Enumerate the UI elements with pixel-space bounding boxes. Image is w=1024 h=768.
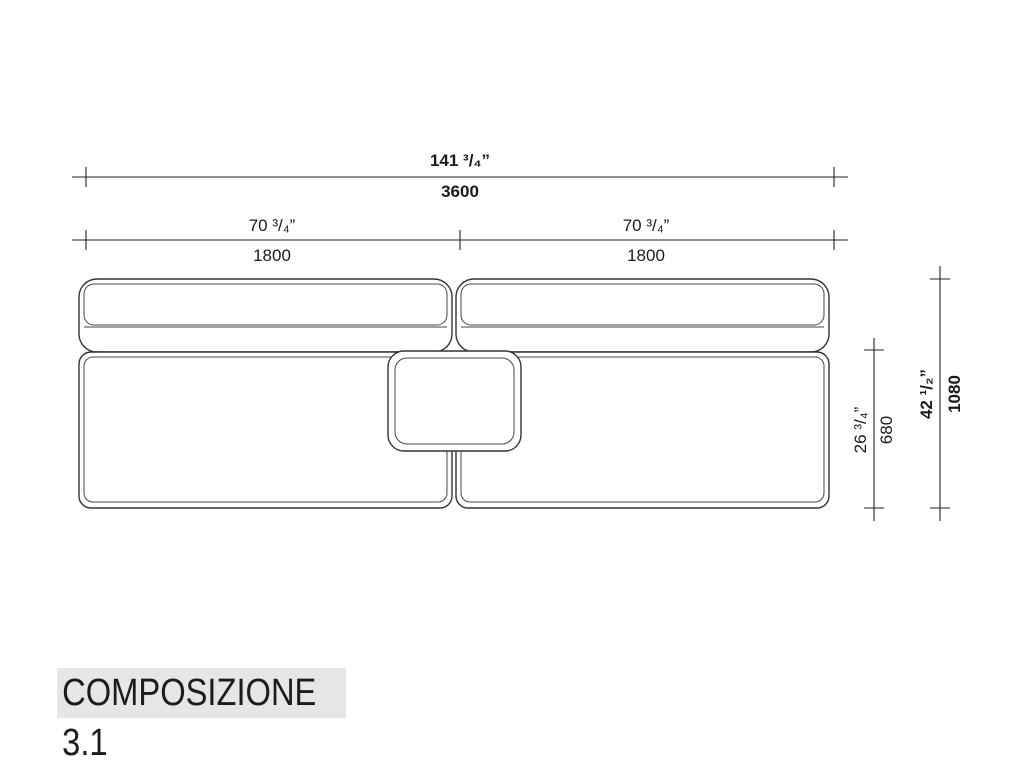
seat-depth-mm: 680 bbox=[877, 416, 896, 444]
total-depth-dimension: 42 ¹/₂” 1080 bbox=[917, 266, 964, 521]
left-backrest bbox=[78, 278, 453, 353]
right-module-mm: 1800 bbox=[627, 246, 665, 265]
right-backrest bbox=[455, 278, 830, 353]
overall-width-dimension: 141 ³/₄” 3600 bbox=[72, 151, 848, 201]
seat-depth-inches: 26 ³/₄” bbox=[851, 406, 870, 453]
module-width-dimension: 70 ³/₄” 1800 70 ³/₄” 1800 bbox=[72, 216, 848, 265]
overall-width-mm: 3600 bbox=[441, 182, 479, 201]
total-depth-inches: 42 ¹/₂” bbox=[917, 369, 936, 419]
composition-caption: COMPOSIZIONE 3.1 bbox=[57, 668, 346, 764]
sofa-plan bbox=[78, 278, 830, 509]
center-table bbox=[387, 350, 522, 452]
left-module-inches: 70 ³/₄” bbox=[249, 216, 296, 235]
overall-width-inches: 141 ³/₄” bbox=[430, 151, 490, 170]
total-depth-mm: 1080 bbox=[945, 375, 964, 413]
seat-depth-dimension: 26 ³/₄” 680 bbox=[851, 338, 896, 521]
left-module-mm: 1800 bbox=[253, 246, 291, 265]
right-module-inches: 70 ³/₄” bbox=[623, 216, 670, 235]
